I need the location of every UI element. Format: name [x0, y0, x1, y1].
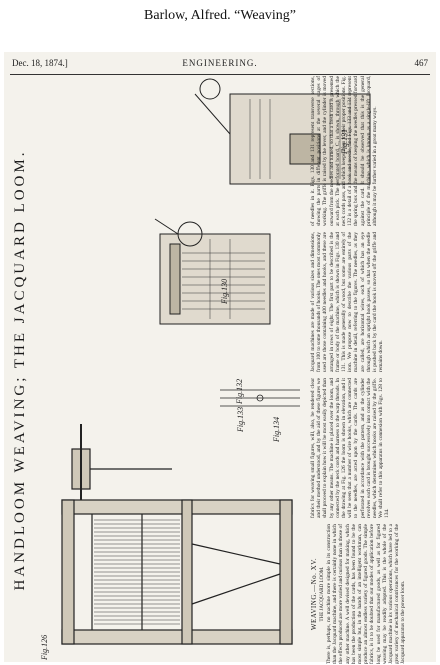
- figure-130-label: Fig.130: [220, 278, 229, 304]
- figure-134-label: Fig.134: [272, 416, 281, 442]
- text-column-1: WEAVING.—No. XV. THE JACQUARD LOOM. Ther…: [310, 524, 430, 664]
- jacquard-lever-drawing: [194, 78, 371, 185]
- jacquard-section-drawing: [154, 218, 271, 325]
- article-heading: WEAVING.—No. XV.: [310, 557, 318, 631]
- page-caption: Barlow, Alfred. “Weaving”: [144, 8, 296, 23]
- scanned-page: Dec. 18, 1874.] ENGINEERING. 467 HANDLOO…: [4, 52, 436, 664]
- loom-frame-drawing: [61, 424, 293, 645]
- text-column-3: Jacquard machines are made of various si…: [310, 232, 385, 372]
- text-column-2: fabrics for weaving small figures, will,…: [310, 378, 391, 518]
- article-title: HANDLOOM WEAVING; THE JACQUARD LOOM.: [12, 149, 28, 591]
- column-1-body: There is, perhaps, no machine more simpl…: [326, 524, 407, 664]
- figure-132-label: Fig.132: [235, 378, 244, 404]
- article-subheading: THE JACQUARD LOOM.: [320, 566, 325, 622]
- header-page-number: 467: [414, 58, 429, 68]
- header-date: Dec. 18, 1874.]: [12, 58, 68, 68]
- article-text: WEAVING.—No. XV. THE JACQUARD LOOM. Ther…: [310, 76, 430, 664]
- text-column-4: of needles in it. Figs. 130 and 131 repr…: [310, 76, 379, 226]
- header-journal: ENGINEERING.: [182, 58, 258, 68]
- running-header: Dec. 18, 1874.] ENGINEERING. 467: [10, 58, 430, 72]
- figure-126-label: Fig.126: [40, 634, 49, 660]
- header-rule: [10, 74, 430, 75]
- rotated-content: HANDLOOM WEAVING; THE JACQUARD LOOM.: [10, 76, 430, 664]
- needle-detail-drawing: [220, 389, 300, 407]
- figure-133-label: Fig.133: [236, 406, 245, 432]
